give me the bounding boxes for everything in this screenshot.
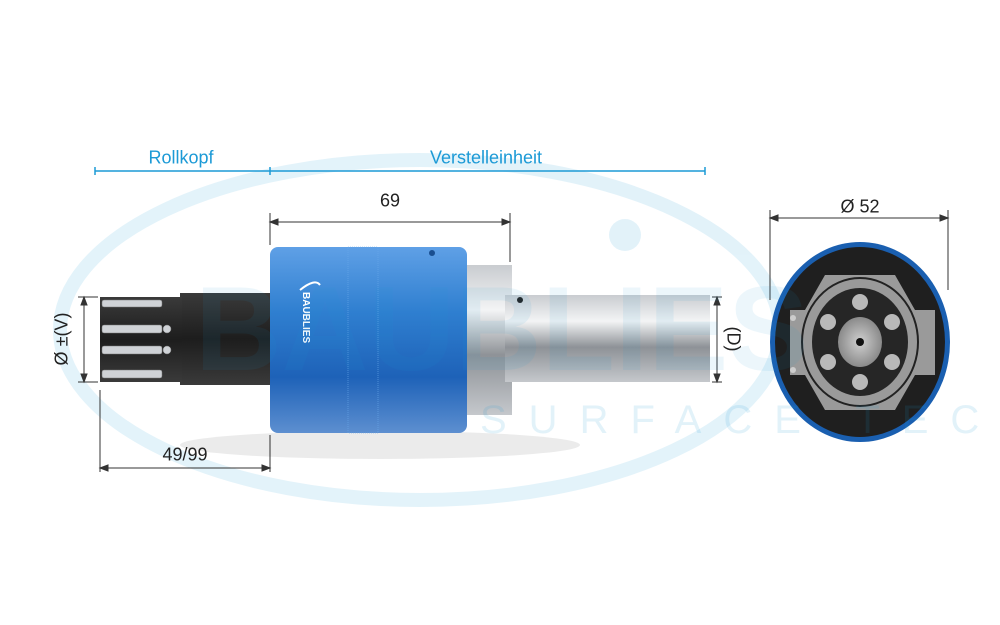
dim-roll-diameter: Ø ±(V) — [51, 312, 72, 366]
dim-outer-diameter: Ø 52 — [840, 196, 880, 217]
body-screw — [429, 250, 435, 256]
tool-end-view — [770, 242, 950, 442]
dimension-lines — [78, 210, 950, 472]
watermark-tagline: SURFACE TECHNOLOGY — [480, 398, 1000, 442]
section-line — [94, 167, 706, 175]
brand-logo: BAUBLIES — [299, 281, 321, 343]
svg-text:BAUBLIES: BAUBLIES — [300, 292, 311, 343]
knurled-ring — [347, 246, 379, 434]
rollers — [101, 299, 172, 379]
dim-shank-diameter: (D) — [723, 326, 744, 352]
section-label-rollkopf: Rollkopf — [148, 147, 214, 168]
watermark-brand: BAUBLIES — [195, 262, 808, 396]
dim-head-length: 49/99 — [162, 444, 208, 465]
dim-body-length: 69 — [379, 190, 401, 211]
shank-hole — [517, 297, 523, 303]
section-label-verstelleinheit: Verstelleinheit — [429, 147, 543, 168]
collet — [100, 297, 182, 382]
tool-side-view: BAUBLIES — [100, 246, 710, 434]
shank — [505, 295, 710, 382]
roll-head-body — [180, 293, 272, 385]
shadow — [180, 431, 580, 459]
adapter-step — [460, 265, 512, 415]
